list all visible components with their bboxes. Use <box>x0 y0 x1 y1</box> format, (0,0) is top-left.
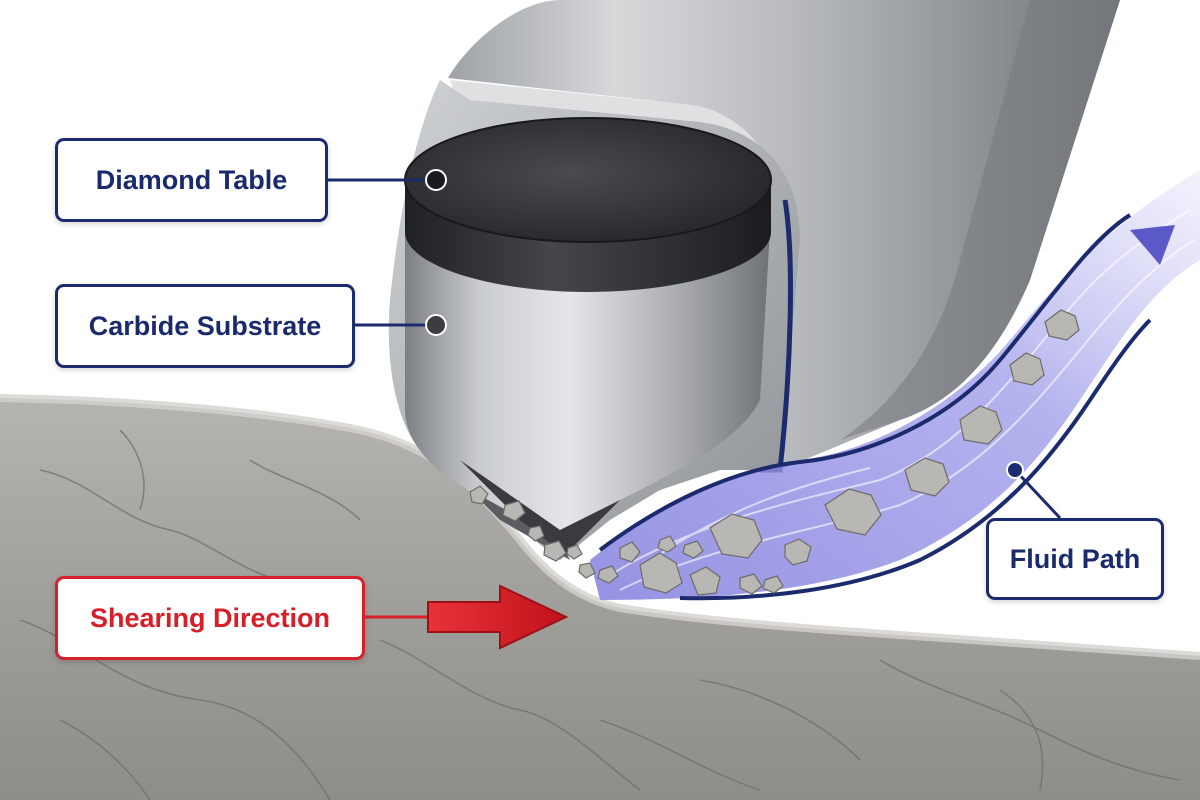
diamond-table <box>404 117 772 292</box>
fluid-path-label: Fluid Path <box>986 518 1164 600</box>
callout-leaders <box>328 178 1062 520</box>
rock-formation <box>0 398 1200 800</box>
fluid-arrow-icon <box>1130 225 1175 265</box>
diamond-table-marker-icon <box>425 169 447 191</box>
fluid-path-marker-icon <box>1006 461 1024 479</box>
carbide-substrate-marker-icon <box>425 314 447 336</box>
rock-cuttings <box>469 309 1080 596</box>
diamond-table-label: Diamond Table <box>55 138 328 222</box>
shearing-direction-label: Shearing Direction <box>55 576 365 660</box>
shearing-arrow-icon <box>365 584 569 650</box>
carbide-substrate-label: Carbide Substrate <box>55 284 355 368</box>
